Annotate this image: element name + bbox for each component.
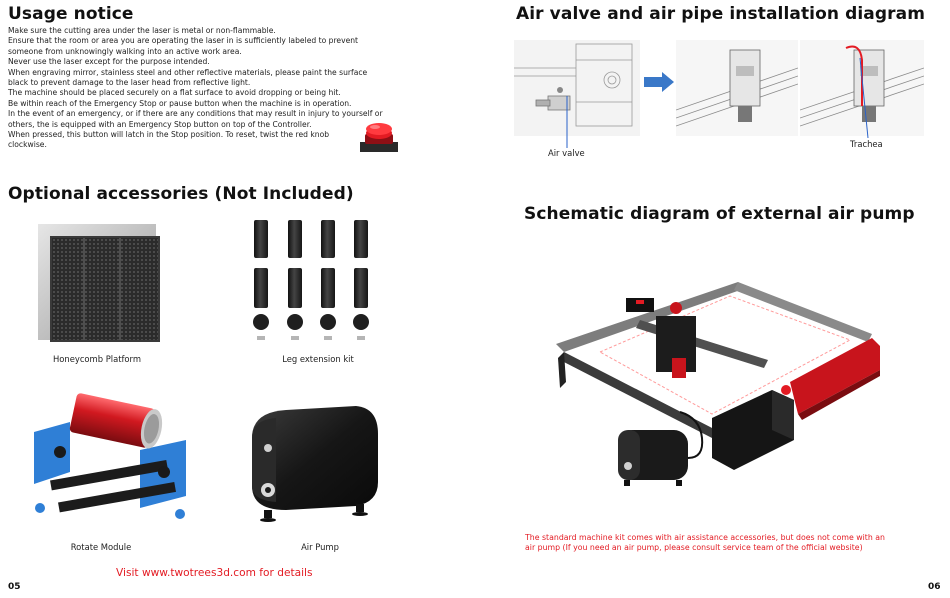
page-number-right: 06 xyxy=(928,582,941,592)
notice-line: In the event of an emergency, or if ther… xyxy=(8,109,383,119)
honeycomb-platform-image xyxy=(38,224,160,342)
air-valve-title: Air valve and air pipe installation diag… xyxy=(516,4,926,24)
notice-line: When pressed, this button will latch in … xyxy=(8,130,330,140)
notice-line: someone from unknowingly walking into an… xyxy=(8,46,242,56)
usage-notice-body: Make sure the cutting area under the las… xyxy=(8,26,383,151)
accessory-label: Air Pump xyxy=(301,542,339,552)
accessories-title: Optional accessories (Not Included) xyxy=(8,184,354,204)
notice-line: Make sure the cutting area under the las… xyxy=(8,26,276,35)
accessory-label: Rotate Module xyxy=(70,542,132,552)
accessory-label: Honeycomb Platform xyxy=(52,354,142,364)
air-pump-image xyxy=(252,406,378,522)
notice-line: The machine should be placed securely on… xyxy=(8,88,341,98)
trachea-label: Trachea xyxy=(850,139,883,149)
air-valve-callout-line xyxy=(566,96,568,148)
notice-line: clockwise. xyxy=(8,140,47,150)
page-number-left: 05 xyxy=(8,582,21,592)
leg-extension-kit-image xyxy=(253,220,369,340)
air-valve-step-3-image xyxy=(800,40,924,136)
air-valve-label: Air valve xyxy=(548,148,585,158)
notice-line: Ensure that the room or area you are ope… xyxy=(8,36,359,46)
note-line: The standard machine kit comes with air … xyxy=(525,533,885,542)
rotate-module-image xyxy=(34,393,186,519)
notice-line: others, the is equipped with an Emergenc… xyxy=(8,119,312,129)
emergency-stop-button-image xyxy=(360,123,398,152)
accessory-label: Leg extension kit xyxy=(282,354,354,364)
air-pump-note: The standard machine kit comes with air … xyxy=(525,533,885,554)
note-line: air pump (If you need an air pump, pleas… xyxy=(525,543,863,553)
pump-schematic-title: Schematic diagram of external air pump xyxy=(524,204,915,224)
notice-line: black to prevent damage to the laser hea… xyxy=(8,78,251,88)
usage-notice-title: Usage notice xyxy=(8,4,134,24)
website-footer-text: Visit www.twotrees3d.com for details xyxy=(116,567,313,579)
air-valve-step-2-image xyxy=(676,40,798,136)
air-valve-step-1-image xyxy=(514,40,640,136)
notice-line: When engraving mirror, stainless steel a… xyxy=(8,67,368,77)
notice-line: Never use the laser except for the purpo… xyxy=(8,57,210,67)
arrow-right-icon xyxy=(644,72,674,92)
notice-line: Be within reach of the Emergency Stop or… xyxy=(8,98,352,108)
trachea-callout-line xyxy=(859,57,869,139)
laser-engraver-with-pump-image xyxy=(556,282,880,486)
